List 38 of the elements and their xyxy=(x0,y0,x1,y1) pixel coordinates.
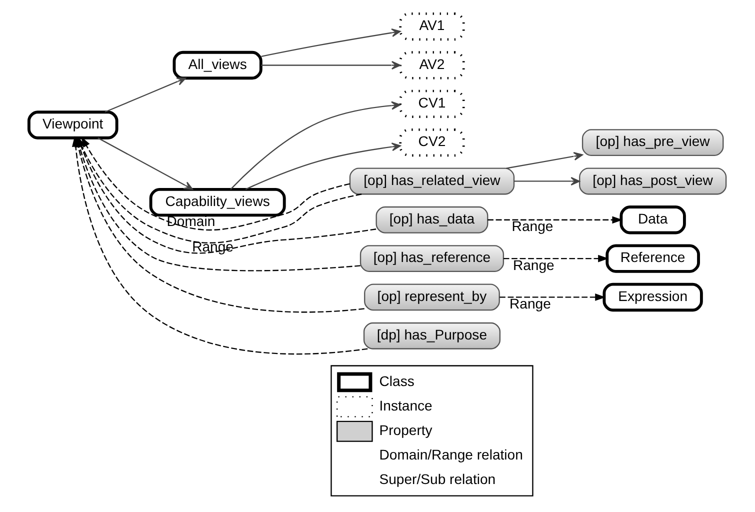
arrow xyxy=(506,152,583,168)
node-box: AV2 xyxy=(399,50,465,79)
arrow xyxy=(230,100,401,190)
legend-label: Domain/Range relation xyxy=(379,446,523,462)
arrow xyxy=(504,254,609,262)
legend-label: Super/Sub relation xyxy=(379,470,496,487)
node-box: Capability_views xyxy=(149,187,286,216)
edge-label: Range xyxy=(192,238,234,254)
legend-label: Instance xyxy=(379,396,432,413)
node-box: Data xyxy=(620,205,686,234)
node-box: Expression xyxy=(602,282,703,312)
arrow xyxy=(261,28,401,56)
edge-label: Range xyxy=(512,218,554,234)
edge-label: Range xyxy=(510,294,551,311)
node-box: CV1 xyxy=(399,89,465,118)
arrow xyxy=(500,293,606,300)
node-box: Reference xyxy=(606,244,700,272)
arrow xyxy=(245,142,401,190)
arrow xyxy=(98,136,194,190)
node-box: [op] has_data xyxy=(376,206,488,233)
node-box: All_views xyxy=(172,50,262,80)
node-box: AV1 xyxy=(399,12,465,40)
arrow xyxy=(104,76,186,112)
arrow xyxy=(514,176,580,185)
node-box: [op] represent_by xyxy=(364,283,500,310)
arrow xyxy=(81,136,350,230)
edge-label: Range xyxy=(512,256,554,272)
legend-label: Property xyxy=(379,421,432,438)
arrow xyxy=(488,216,623,224)
node-box: [op] has_pre_view xyxy=(582,128,724,156)
node-box: [op] has_post_view xyxy=(579,167,727,194)
node-box: [op] has_reference xyxy=(360,244,504,272)
node-box: [op] has_related_view xyxy=(349,167,515,194)
node-box: Viewpoint xyxy=(27,110,118,139)
node-box: [dp] has_Purpose xyxy=(363,322,501,349)
arrow xyxy=(261,60,401,69)
node-box: CV2 xyxy=(399,128,465,156)
legend-label: Class xyxy=(379,372,414,388)
